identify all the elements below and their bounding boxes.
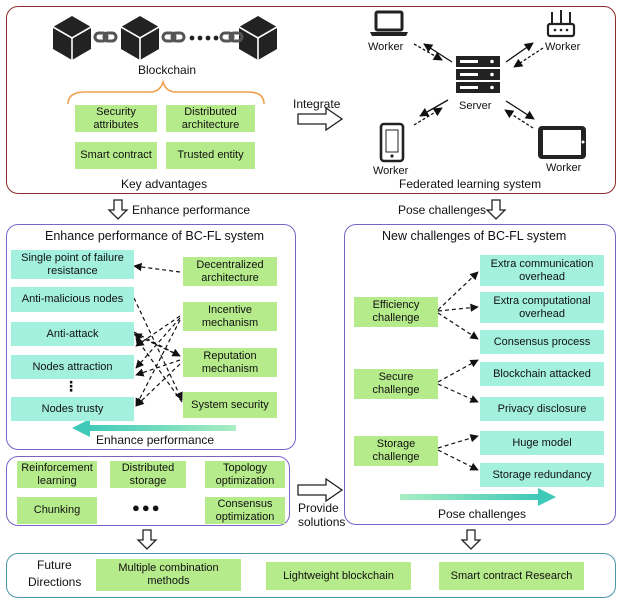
perf-decentralized-architecture: Decentralized architecture: [183, 257, 277, 286]
blockchain-label: Blockchain: [138, 63, 197, 77]
category-secure: Secure challenge: [354, 369, 438, 399]
future-smart-contract-research: Smart contract Research: [439, 562, 584, 590]
challenge-storage-redundancy: Storage redundancy: [480, 463, 604, 487]
challenge-extra-communication: Extra communication overhead: [480, 255, 604, 286]
category-efficiency: Efficiency challenge: [354, 297, 438, 327]
worker-label-phone: Worker: [373, 165, 409, 177]
perf-incentive-mechanism: Incentive mechanism: [183, 302, 277, 331]
challenge-huge-model: Huge model: [480, 431, 604, 455]
provide-solutions-label-1: Provide: [298, 501, 339, 515]
perf-vertical-ellipsis: ⋮: [64, 378, 78, 394]
enhance-performance-link-label: Enhance performance: [132, 203, 251, 217]
future-label-1: Future: [37, 558, 72, 572]
provide-solutions-arrow: [297, 477, 344, 503]
perf-anti-attack: Anti-attack: [11, 322, 134, 346]
perf-single-point-failure: Single point of failure resistance: [11, 250, 134, 279]
integrate-label: Integrate: [293, 97, 341, 111]
provide-solutions-label-2: solutions: [298, 515, 346, 529]
perf-reputation-mechanism: Reputation mechanism: [183, 348, 277, 377]
perf-anti-malicious-nodes: Anti-malicious nodes: [11, 287, 134, 312]
perf-footer-label: Enhance performance: [96, 433, 215, 447]
challenge-consensus-process: Consensus process: [480, 330, 604, 354]
perf-nodes-trusty: Nodes trusty: [11, 397, 134, 421]
advantage-trusted-entity: Trusted entity: [166, 142, 255, 169]
future-multiple-combination: Multiple combination methods: [96, 559, 241, 591]
advantage-distributed-architecture: Distributed architecture: [166, 105, 255, 132]
challenge-privacy-disclosure: Privacy disclosure: [480, 397, 604, 421]
key-advantages-label: Key advantages: [121, 177, 208, 191]
advantage-security-attributes: Security attributes: [75, 105, 157, 132]
challenges-footer-label: Pose challenges: [438, 507, 527, 521]
future-label-2: Directions: [28, 575, 82, 589]
worker-label-tablet: Worker: [546, 162, 582, 174]
solution-chunking: Chunking: [17, 497, 97, 524]
server-label: Server: [459, 100, 492, 112]
solution-topology-optimization: Topology optimization: [205, 461, 285, 488]
solutions-ellipsis: ●●●: [132, 500, 162, 515]
solution-reinforcement-learning: Reinforcement learning: [17, 461, 97, 488]
challenge-blockchain-attacked: Blockchain attacked: [480, 362, 604, 386]
solution-consensus-optimization: Consensus optimization: [205, 497, 285, 524]
pose-challenges-link-label: Pose challenges: [398, 203, 487, 217]
challenges-panel-title: New challenges of BC-FL system: [382, 229, 567, 243]
federated-system-label: Federated learning system: [399, 177, 542, 191]
future-lightweight-blockchain: Lightweight blockchain: [266, 562, 411, 590]
challenge-extra-computational: Extra computational overhead: [480, 292, 604, 323]
worker-label-router: Worker: [545, 41, 581, 53]
perf-system-security: System security: [183, 392, 277, 418]
worker-label-laptop: Worker: [368, 41, 404, 53]
category-storage: Storage challenge: [354, 436, 438, 466]
advantage-smart-contract: Smart contract: [75, 142, 157, 169]
solution-distributed-storage: Distributed storage: [110, 461, 186, 488]
performance-panel-title: Enhance performance of BC-FL system: [45, 229, 265, 243]
perf-nodes-attraction: Nodes attraction: [11, 355, 134, 379]
